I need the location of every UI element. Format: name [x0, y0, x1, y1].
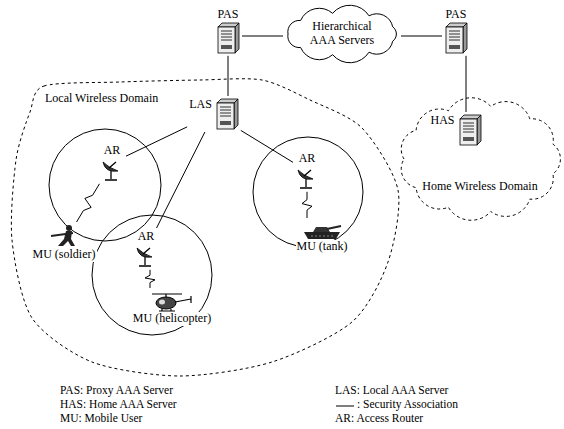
- server-icon-part: [477, 115, 481, 145]
- antenna-icon-part: [105, 162, 117, 180]
- security-association: [241, 130, 293, 162]
- legend-line: [336, 405, 354, 406]
- helicopter-icon: [150, 290, 194, 312]
- node-label: PAS: [218, 8, 239, 22]
- security-association: [242, 36, 283, 37]
- key-row: HAS: Home AAA Server: [60, 398, 177, 411]
- node-label: MU (helicopter): [132, 312, 212, 326]
- security-association: [228, 56, 229, 96]
- node-label: AR: [299, 152, 316, 166]
- security-association: [157, 132, 205, 228]
- key-row: AR: Access Router: [335, 412, 423, 425]
- server-icon-part: [449, 45, 460, 49]
- cloud-label: Hierarchical AAA Servers: [300, 20, 384, 48]
- home-server: HAS: [428, 112, 483, 148]
- legend-text: : Security Association: [357, 398, 458, 411]
- server-icon-part: [460, 119, 477, 145]
- soldier-icon-part: [51, 233, 73, 236]
- antenna-icon-part: [139, 248, 151, 266]
- node-label: AR: [104, 144, 121, 158]
- legend-row: : Security Association: [335, 398, 458, 411]
- security-association: [466, 56, 467, 112]
- server-icon-part: [463, 137, 474, 141]
- antenna-icon: [295, 166, 319, 190]
- server-icon-part: [221, 31, 232, 40]
- server-icon-part: [463, 123, 474, 132]
- node-label: HAS: [430, 114, 454, 128]
- key-text: AR: Access Router: [335, 412, 423, 425]
- key-text: HAS: Home AAA Server: [60, 398, 177, 411]
- server-icon-part: [221, 45, 232, 49]
- access-router: AR: [132, 228, 160, 270]
- key-row: PAS: Proxy AAA Server: [60, 384, 173, 397]
- server-cloud: Hierarchical AAA Servers: [283, 8, 401, 60]
- coverage-cell: [49, 129, 161, 241]
- key-text: PAS: Proxy AAA Server: [60, 384, 173, 397]
- antenna-icon: [100, 158, 124, 182]
- helicopter-icon-part: [156, 297, 176, 309]
- server-icon: [444, 22, 468, 54]
- wireless-link: [145, 270, 155, 288]
- node-label: MU (tank): [296, 240, 349, 254]
- soldier-icon-part: [66, 225, 72, 231]
- helicopter-icon-part: [152, 294, 191, 311]
- legend-line-sample: [335, 400, 355, 410]
- soldier-icon: [49, 224, 79, 248]
- server-icon-part: [217, 103, 234, 129]
- key-text: MU: Mobile User: [60, 412, 142, 425]
- server-icon-part: [220, 121, 231, 125]
- server-icon-part: [235, 23, 239, 53]
- helicopter-icon-part: [159, 300, 165, 305]
- tank-icon-part: [304, 232, 340, 239]
- server-icon-part: [218, 27, 235, 53]
- domain-label: Local Wireless Domain: [45, 92, 158, 106]
- wireless-domain: Local Wireless Domain LAS AR AR AR MU (soldie…: [8, 76, 404, 380]
- security-association: [401, 36, 442, 37]
- server-icon-part: [463, 23, 467, 53]
- tank-icon-part: [327, 226, 341, 229]
- local-server: LAS: [187, 96, 241, 132]
- coverage-cell: [92, 215, 212, 335]
- access-router: AR: [293, 150, 321, 192]
- node-label: LAS: [189, 98, 212, 112]
- node-label: MU (soldier): [32, 248, 97, 262]
- mobile-user: MU (tank): [294, 218, 351, 256]
- antenna-icon-part: [300, 170, 312, 188]
- wireless-link: [302, 192, 312, 218]
- key-row: MU: Mobile User: [60, 412, 142, 425]
- server-icon-part: [234, 99, 238, 129]
- server-icon: [215, 98, 239, 130]
- server-icon-part: [220, 107, 231, 116]
- server-icon: [458, 114, 482, 146]
- tank-icon-part: [311, 236, 333, 237]
- key-text: LAS: Local AAA Server: [335, 384, 448, 397]
- node-label: PAS: [446, 8, 467, 22]
- key-row: LAS: Local AAA Server: [335, 384, 448, 397]
- access-router: AR: [98, 142, 126, 184]
- antenna-icon: [134, 244, 158, 268]
- security-association: [126, 127, 187, 156]
- server-icon-part: [446, 27, 463, 53]
- coverage-cell: [253, 137, 363, 247]
- domain-label: Home Wireless Domain: [422, 180, 537, 194]
- mobile-user: MU (helicopter): [130, 288, 214, 328]
- node-label: AR: [138, 230, 155, 244]
- proxy-server: PAS: [214, 6, 242, 56]
- mobile-user: MU (soldier): [30, 222, 99, 264]
- server-icon: [216, 22, 240, 54]
- wireless-link: [77, 184, 100, 222]
- tank-icon: [302, 220, 342, 240]
- proxy-server: PAS: [442, 6, 470, 56]
- server-icon-part: [449, 31, 460, 40]
- home-domain: Home Wireless Domain HAS: [398, 100, 562, 218]
